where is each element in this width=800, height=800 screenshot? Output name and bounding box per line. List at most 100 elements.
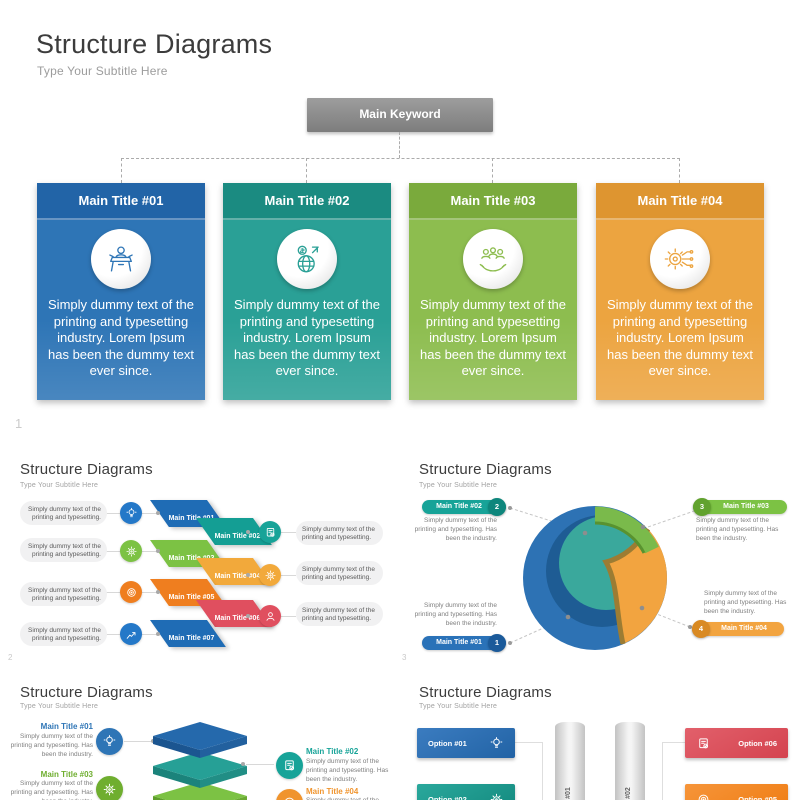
slide3-thumbnail[interactable]: Structure Diagrams Type Your Subtitle He… [400, 455, 800, 662]
item-description: Simply dummy text of the printing and ty… [704, 590, 787, 615]
thumb-subtitle: Type Your Subtitle Here [20, 703, 99, 710]
slide5-thumbnail[interactable]: Structure Diagrams Type Your Subtitle He… [400, 675, 800, 800]
slide2-thumbnail[interactable]: Structure Diagrams Type Your Subtitle He… [0, 455, 400, 662]
item-description: Simply dummy text of the printing and ty… [306, 758, 389, 783]
cylinder-label: Main Title #02 [625, 683, 635, 800]
card-icon-circle [463, 229, 523, 289]
bar-label: Main Title #02 [214, 533, 261, 540]
card-title: Main Title #02 [223, 183, 391, 220]
thumb-title: Structure Diagrams [20, 684, 153, 701]
target-icon [696, 792, 711, 800]
page-title: Structure Diagrams [36, 29, 273, 59]
card-icon-circle [650, 229, 710, 289]
bar-label: Main Title #06 [214, 615, 261, 622]
icon-badge [276, 789, 303, 800]
connector-dot [156, 590, 160, 594]
thumb-subtitle: Type Your Subtitle Here [419, 482, 498, 489]
gear-icon [102, 782, 117, 797]
certificate-icon [282, 758, 297, 773]
connector-dot [156, 511, 160, 515]
connector-dot [156, 549, 160, 553]
card-icon-circle [91, 229, 151, 289]
cylinder: Main Title #02 [615, 722, 645, 800]
item-pill: Main Title #01 [422, 636, 506, 650]
card-title: Main Title #03 [409, 183, 577, 220]
item-description: Simply dummy text of the printing and ty… [696, 517, 779, 542]
certificate-icon [696, 736, 711, 751]
page-number: 2 [8, 653, 13, 662]
gear-icon [264, 569, 277, 582]
lightbulb-icon [125, 507, 138, 520]
icon-badge [259, 605, 281, 627]
icon-badge [259, 521, 281, 543]
option-label: Option #02 [428, 794, 467, 800]
connector-line [515, 742, 542, 743]
connector-dot [156, 632, 160, 636]
page-number: 1 [15, 416, 23, 431]
person-icon [264, 610, 277, 623]
certificate-icon [264, 526, 277, 539]
thumb-subtitle: Type Your Subtitle Here [20, 482, 99, 489]
connector-line [492, 158, 493, 183]
item-description: Simply dummy text of the printing and ty… [10, 780, 93, 800]
item-title: Main Title #01 [40, 722, 93, 731]
text-bubble: Simply dummy text of the printing and ty… [20, 622, 107, 646]
icon-badge [120, 502, 142, 524]
thumb-title: Structure Diagrams [20, 461, 153, 478]
icon-badge [96, 728, 123, 755]
slide1-preview: Structure Diagrams Type Your Subtitle He… [15, 29, 764, 431]
cylinder: Main Title #01 [555, 722, 585, 800]
thumb-subtitle: Type Your Subtitle Here [419, 703, 498, 710]
community-hands-icon [474, 240, 512, 278]
gear-circuit-icon [661, 240, 699, 278]
text-bubble: Simply dummy text of the printing and ty… [20, 582, 107, 606]
item-number-badge: 1 [488, 634, 506, 652]
lightbulb-icon [102, 734, 117, 749]
option-card: Option #01 [417, 728, 515, 758]
card-title: Main Title #04 [596, 183, 764, 220]
icon-badge [120, 581, 142, 603]
icon-badge [276, 752, 303, 779]
thumb-title: Structure Diagrams [419, 461, 552, 478]
card-description: Simply dummy text of the printing and ty… [48, 297, 194, 378]
slide4-thumbnail[interactable]: Structure Diagrams Type Your Subtitle He… [0, 675, 400, 800]
connector-line [246, 764, 274, 765]
item-number-badge: 4 [692, 620, 710, 638]
text-bubble: Simply dummy text of the printing and ty… [296, 521, 383, 545]
item-number-badge: 2 [488, 498, 506, 516]
connector-line [306, 158, 307, 183]
item-pill: Main Title #04 [692, 622, 784, 636]
connector-dot [241, 762, 245, 766]
connector-line [124, 741, 151, 742]
icon-badge [120, 540, 142, 562]
main-card-03: Main Title #03 Simply dummy text of the … [409, 183, 577, 400]
text-bubble: Simply dummy text of the printing and ty… [20, 501, 107, 525]
page-number: 3 [402, 653, 407, 662]
target-icon [125, 586, 138, 599]
option-card: Option #05 [685, 784, 788, 800]
connector-line [662, 742, 685, 743]
text-bubble: Simply dummy text of the printing and ty… [296, 602, 383, 626]
connector-line [542, 742, 543, 800]
sphere-diagram [508, 506, 702, 650]
option-card: Option #02 [417, 784, 515, 800]
item-description: Simply dummy text of the printing and ty… [414, 602, 497, 627]
root-keyword-box: Main Keyword [307, 98, 493, 132]
item-title: Main Title #04 [306, 787, 359, 796]
option-label: Option #05 [738, 794, 777, 800]
card-icon-circle [277, 229, 337, 289]
connector-line [121, 158, 680, 159]
bar-label: Main Title #07 [168, 635, 215, 642]
connector-dot [246, 530, 250, 534]
target-icon [282, 795, 297, 800]
option-card: Option #06 [685, 728, 788, 758]
text-bubble: Simply dummy text of the printing and ty… [20, 538, 107, 562]
podium-speaker-icon [102, 240, 140, 278]
item-title: Main Title #02 [306, 747, 359, 756]
item-pill: Main Title #03 [693, 500, 787, 514]
main-card-02: Main Title #02 Simply dummy text of the … [223, 183, 391, 400]
main-card-01: Main Title #01 Simply dummy text of the … [37, 183, 205, 400]
icon-badge [120, 623, 142, 645]
item-pill: Main Title #02 [422, 500, 506, 514]
option-label: Option #01 [428, 738, 467, 748]
